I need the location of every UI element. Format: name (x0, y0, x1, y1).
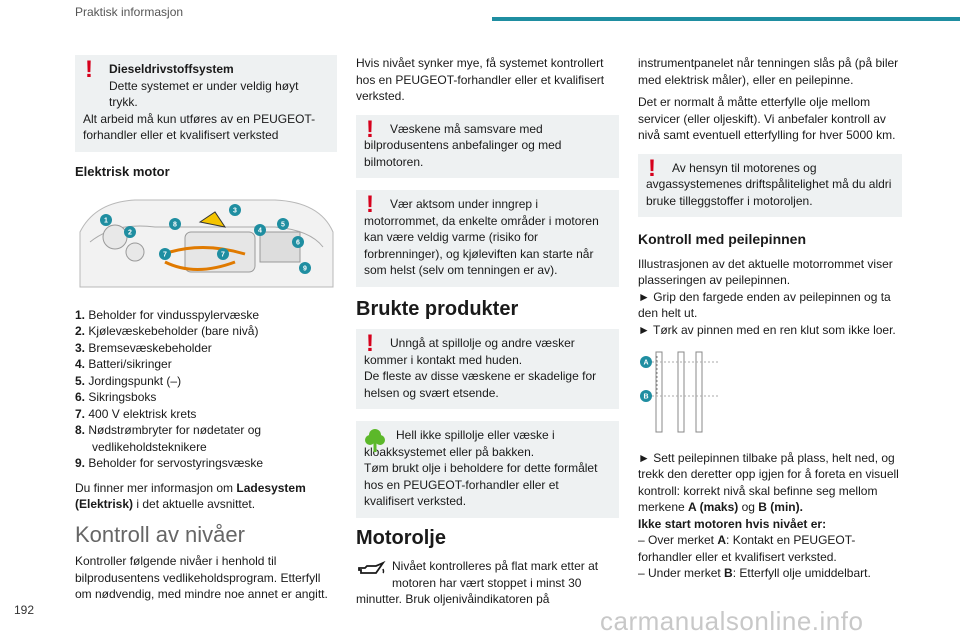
oil-can-icon (358, 560, 386, 574)
diesel-warning-line2: Alt arbeid må kun utføres av en PEUGEOT-… (83, 111, 316, 143)
page-number: 192 (14, 603, 35, 617)
environment-text: Hell ikke spillolje eller væske i kloakk… (364, 428, 555, 459)
warning-icon: ! (366, 191, 374, 218)
list-item: 2. Kjølevæskebeholder (bare nivå) (75, 324, 259, 338)
over-mark-text: – Over merket A: Kontakt en PEUGEOT-forh… (638, 533, 856, 564)
list-item: 6. Sikringsboks (75, 390, 157, 404)
no-start-warning: Ikke start motoren hvis nivået er: (638, 516, 827, 531)
svg-text:3: 3 (233, 208, 237, 215)
hot-engine-warning-text: Vær aktsom under inngrep i motorrommet, … (364, 197, 599, 277)
more-info-text: Du finner mer informasjon om Ladesystem … (75, 480, 306, 512)
dipstick-heading: Kontroll med peilepinnen (638, 231, 807, 247)
diesel-warning-box: ! Dieseldrivstoffsystem Dette systemet e… (75, 55, 337, 152)
svg-text:1: 1 (104, 218, 108, 225)
list-item: 7. 400 V elektrisk krets (75, 406, 197, 421)
warning-icon: ! (366, 115, 374, 143)
levels-heading: Kontroll av nivåer (75, 521, 245, 547)
svg-text:5: 5 (281, 222, 285, 229)
engine-label-8 (169, 218, 181, 230)
skin-contact-warning-box: ! Unngå at spillolje og andre væsker kom… (356, 329, 619, 409)
list-item: 5. Jordingspunkt (–) (75, 373, 182, 388)
list-item: 9. Beholder for servostyringsvæske (75, 456, 264, 470)
svg-text:7: 7 (163, 252, 167, 259)
component-list: 1. Beholder for vindusspylervæske 2. Kjø… (75, 307, 337, 472)
dipstick-intro: Illustrasjonen av det aktuelle motorromm… (638, 256, 893, 288)
svg-text:9: 9 (303, 266, 307, 273)
tree-icon (365, 429, 385, 452)
diesel-warning-title: Dieseldrivstoffsystem (109, 62, 234, 76)
engine-label-2 (124, 226, 136, 238)
engine-label-6 (292, 236, 304, 248)
dipstick-step-3: ► Sett peilepinnen tilbake på plass, hel… (638, 450, 899, 515)
column-2: Hvis nivået synker mye, få systemet kont… (356, 55, 619, 614)
engine-oil-heading: Motorolje (356, 526, 446, 549)
used-products-heading: Brukte produkter (356, 297, 519, 320)
additives-warning-text: Av hensyn til motorenes og avgassystemen… (646, 160, 892, 208)
normal-refill-text: Det er normalt å måtte etterfylle olje m… (638, 95, 896, 142)
list-item: 4. Batteri/sikringer (75, 357, 172, 371)
list-item: 3. Bremsevæskebeholder (75, 340, 212, 355)
engine-oil-text: Nivået kontrolleres på flat mark etter a… (356, 559, 599, 606)
electric-motor-heading: Elektrisk motor (75, 163, 170, 179)
skin-contact-warning-text: Unngå at spillolje og andre væsker komme… (364, 336, 575, 367)
under-mark-text: – Under merket B: Etterfyll olje umiddel… (638, 566, 871, 580)
engine-label-7b (217, 248, 229, 260)
fluids-warning-box: ! Væskene må samsvare med bilprodusenten… (356, 114, 619, 178)
mark-a-label: A (643, 360, 648, 367)
warning-icon: ! (648, 154, 656, 182)
engine-label-4 (254, 224, 266, 236)
oil-text-continued: instrumentpanelet når tenningen slås på … (638, 56, 899, 87)
skin-contact-warning-text-2: De fleste av disse væskene er skadelige … (364, 369, 597, 400)
engine-label-1 (100, 214, 112, 226)
column-3: instrumentpanelet når tenningen slås på … (638, 55, 902, 588)
header-accent-bar (492, 17, 960, 21)
mark-b-label: B (643, 394, 648, 401)
warning-icon: ! (366, 330, 374, 357)
running-header: Praktisk informasjon (75, 5, 184, 19)
mark-b-icon (640, 390, 652, 402)
watermark: carmanualsonline.info (600, 606, 864, 636)
hot-engine-warning-box: ! Vær aktsom under inngrep i motorrommet… (356, 190, 619, 287)
engine-label-5 (277, 218, 289, 230)
diesel-warning-line1: Dette systemet er under veldig høyt tryk… (109, 78, 299, 110)
svg-text:7: 7 (221, 252, 225, 259)
fluids-warning-text: Væskene må samsvare med bilprodusentens … (364, 121, 562, 169)
engine-label-7a (159, 248, 171, 260)
engine-compartment-illustration: 1 2 3 4 5 6 7 7 8 9 (79, 199, 334, 288)
list-item: 8. Nødstrømbryter for nødetater og vedli… (75, 423, 262, 454)
engine-label-9 (299, 262, 311, 274)
column-1: ! Dieseldrivstoffsystem Dette systemet e… (75, 55, 337, 609)
svg-text:6: 6 (296, 240, 300, 247)
engine-label-3 (229, 204, 241, 216)
dipstick-illustration: A B (640, 351, 718, 433)
warning-icon: ! (85, 56, 93, 83)
environment-box: Hell ikke spillolje eller væske i kloakk… (356, 421, 619, 518)
svg-text:8: 8 (173, 222, 177, 229)
environment-text-2: Tøm brukt olje i beholdere for dette for… (364, 461, 598, 508)
additives-warning-box: ! Av hensyn til motorenes og avgassystem… (638, 153, 902, 217)
dipstick-step-1: ► Grip den fargede enden av peilepinnen … (638, 289, 891, 321)
svg-text:4: 4 (258, 228, 262, 235)
intro-text: Hvis nivået synker mye, få systemet kont… (356, 56, 605, 103)
mark-a-icon (640, 356, 652, 368)
levels-text: Kontroller følgende nivåer i henhold til… (75, 554, 328, 601)
svg-text:2: 2 (128, 230, 132, 237)
dipstick-step-2: ► Tørk av pinnen med en ren klut som ikk… (638, 322, 896, 337)
list-item: 1. Beholder for vindusspylervæske (75, 307, 260, 322)
